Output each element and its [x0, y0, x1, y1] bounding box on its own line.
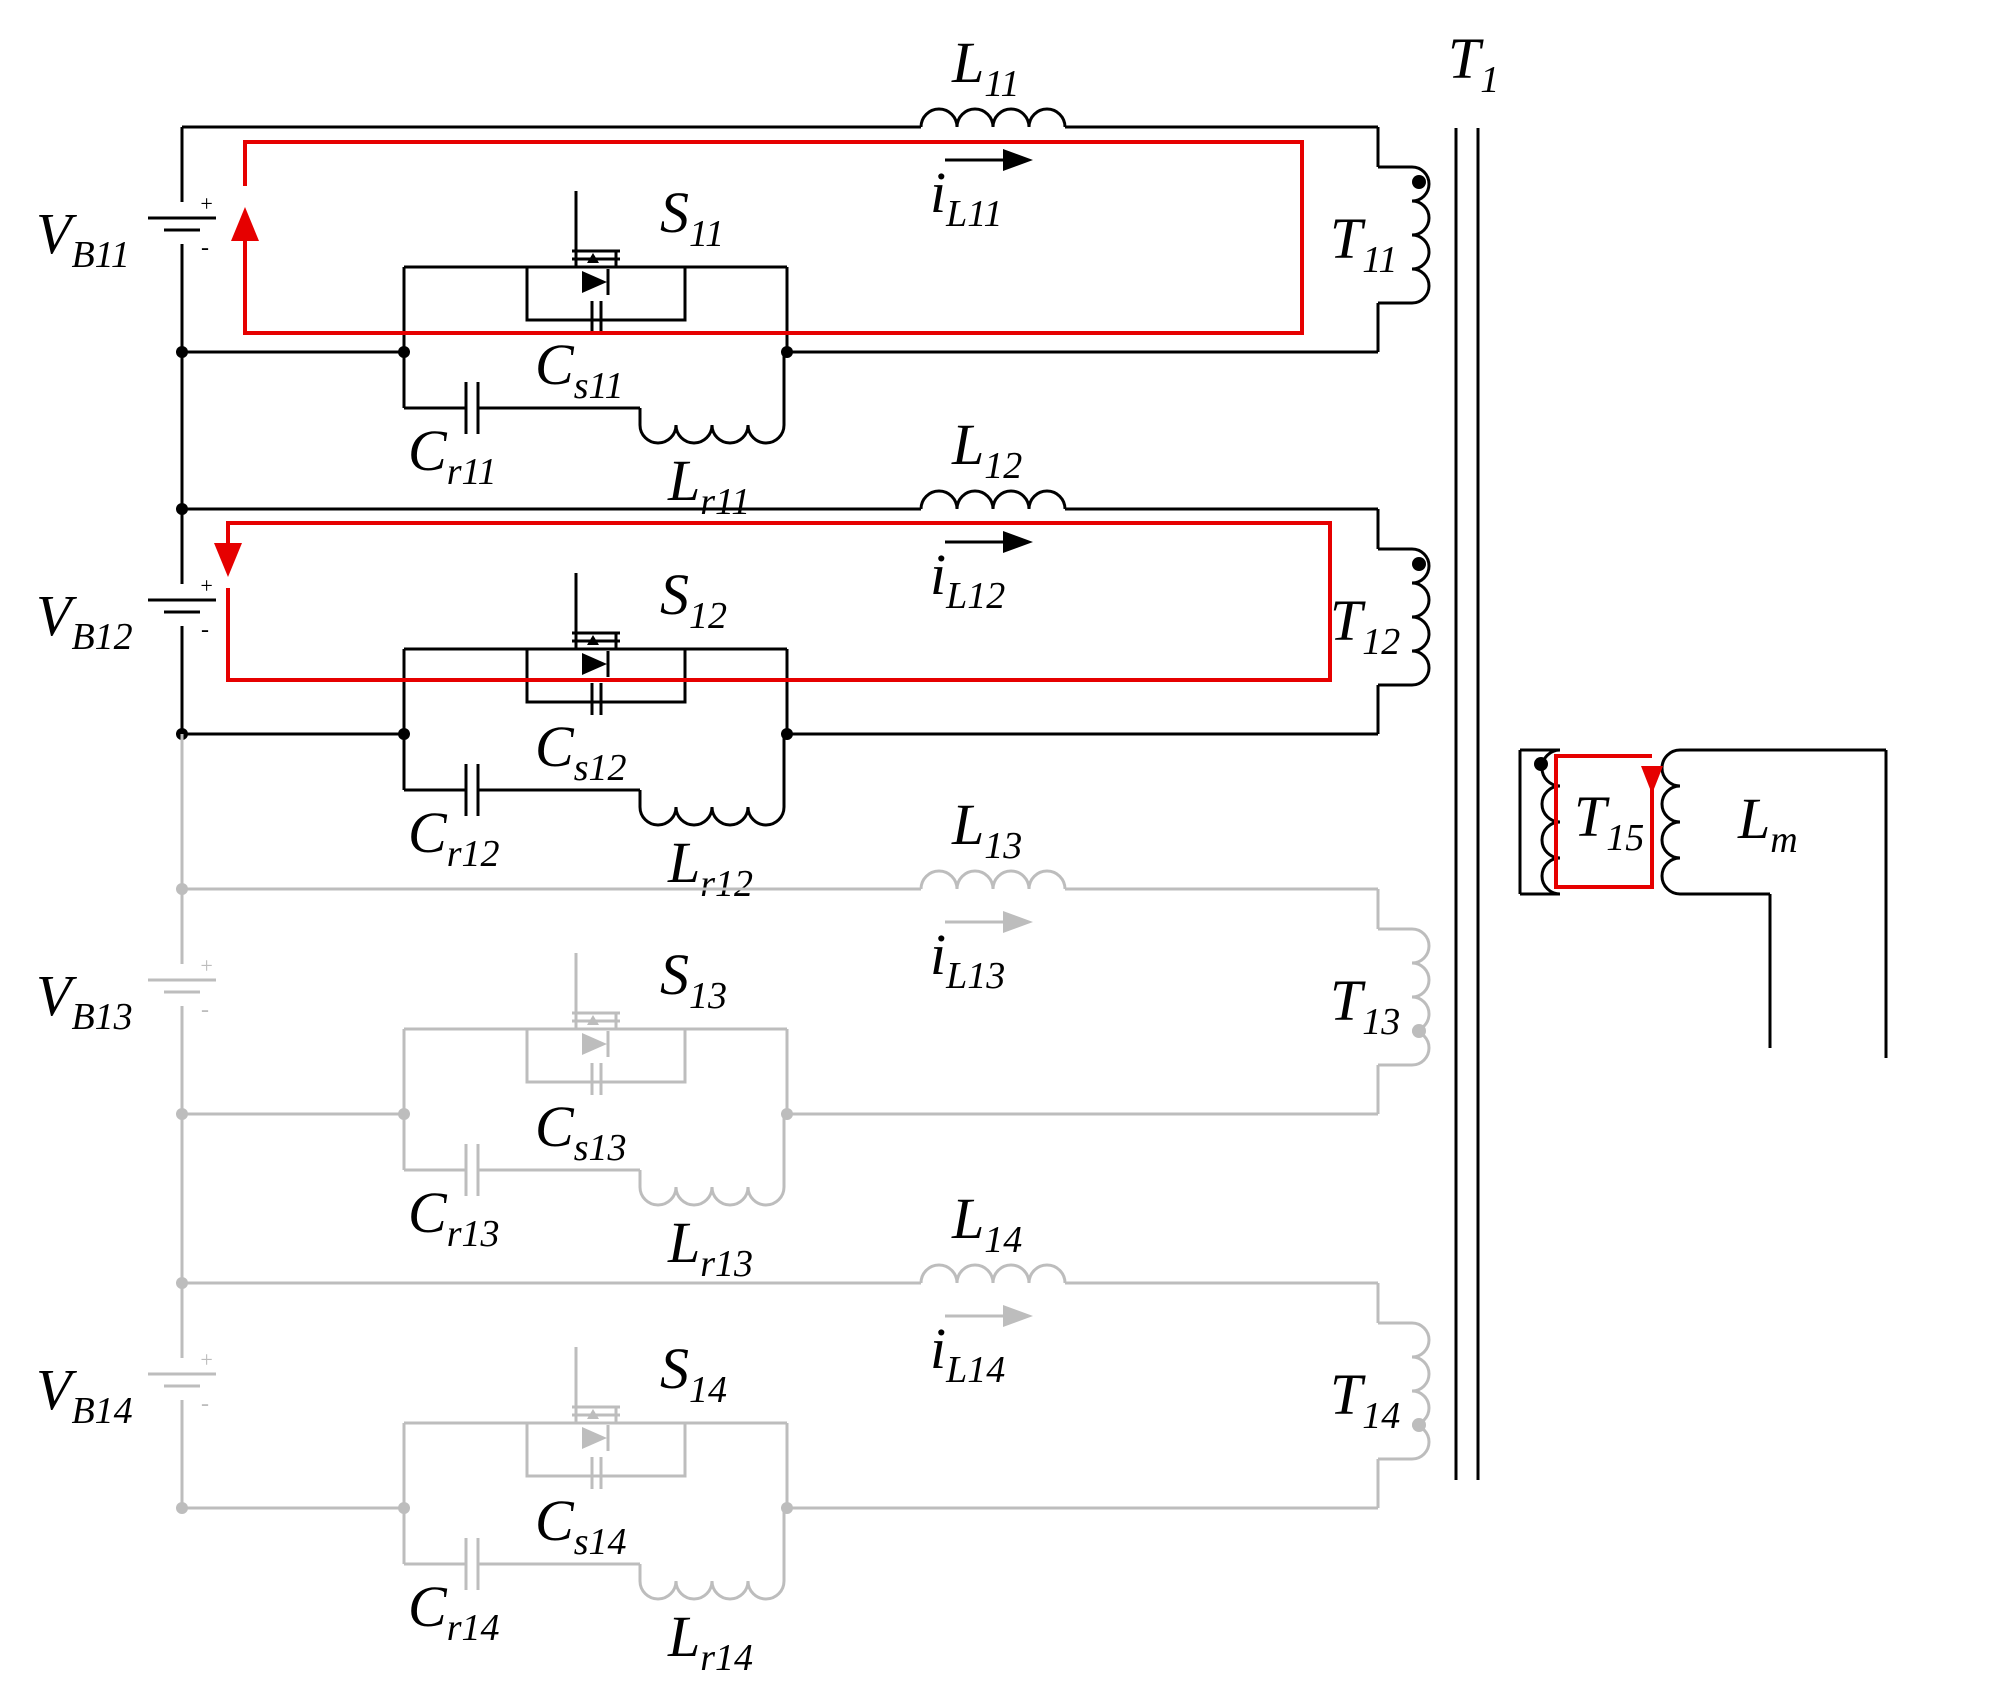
battery-12: +-: [148, 573, 216, 643]
t1-label: T1: [1448, 26, 1499, 101]
battery-minus: -: [201, 1391, 209, 1417]
lr-inductor-13: [638, 1186, 786, 1207]
il-label-13: iL13: [930, 922, 1005, 997]
vb-label-11: VB11: [36, 201, 130, 276]
polarity-dot: [1412, 175, 1426, 189]
diode: [582, 271, 607, 293]
t15-winding: [1540, 748, 1561, 896]
cr-label-13: Cr13: [408, 1180, 499, 1255]
polarity-dot: [1412, 557, 1426, 571]
switch-12: [525, 573, 687, 715]
current-arrow-head: [1003, 531, 1033, 553]
polarity-dot: [1412, 1024, 1426, 1038]
battery-plus: +: [199, 953, 214, 978]
lr-inductor-14: [638, 1580, 786, 1601]
magnetizing-branch: [1518, 748, 1888, 1058]
cs-label-14: Cs14: [535, 1488, 626, 1563]
current-loop-12: [214, 521, 1332, 682]
switch-13: [525, 953, 687, 1095]
l-label-13: L13: [951, 792, 1022, 867]
il-label-14: iL14: [930, 1316, 1005, 1391]
s-label-14: S14: [660, 1336, 727, 1411]
t-label-13: T13: [1330, 968, 1400, 1043]
t15-current-arrow: [1641, 766, 1663, 794]
il-label-12: iL12: [930, 542, 1005, 617]
diode: [582, 1033, 607, 1055]
battery-14: +-: [148, 1347, 216, 1417]
lm-label: Lm: [1737, 786, 1798, 861]
current-loop-11: [231, 140, 1304, 335]
cs-label-12: Cs12: [535, 714, 626, 789]
il-label-11: iL11: [930, 160, 1002, 235]
battery-minus: -: [201, 235, 209, 261]
battery-13: +-: [148, 953, 216, 1023]
junction: [176, 1502, 188, 1514]
t-winding-13: [1411, 927, 1431, 1067]
current-arrow-head: [1003, 149, 1033, 171]
t-label-11: T11: [1330, 206, 1397, 281]
cr-label-14: Cr14: [408, 1574, 499, 1649]
diode: [582, 653, 607, 675]
l-inductor-14: [919, 1263, 1067, 1284]
loop-arrow: [231, 207, 259, 241]
t15-label: T15: [1574, 784, 1644, 859]
transformer-core: [1454, 128, 1480, 1480]
diode: [582, 1427, 607, 1449]
lr-label-11: Lr11: [667, 448, 750, 523]
junction: [176, 883, 188, 895]
l-inductor-12: [919, 489, 1067, 510]
junction: [176, 503, 188, 515]
lr-inductor-12: [638, 806, 786, 827]
switch-14: [525, 1347, 687, 1489]
t15-current-loop: [1554, 754, 1654, 889]
battery-minus: -: [201, 617, 209, 643]
l-label-11: L11: [951, 30, 1019, 105]
lr-label-14: Lr14: [667, 1604, 753, 1679]
lm-winding: [1660, 748, 1681, 896]
vb-label-14: VB14: [36, 1357, 133, 1432]
l-inductor-13: [919, 869, 1067, 890]
current-arrow-head: [1003, 1305, 1033, 1327]
s-label-12: S12: [660, 562, 727, 637]
t-winding-11: [1411, 165, 1431, 305]
battery-minus: -: [201, 997, 209, 1023]
vb-label-12: VB12: [36, 583, 133, 658]
cr-label-12: Cr12: [408, 800, 499, 875]
lr-label-13: Lr13: [667, 1210, 753, 1285]
vb-label-13: VB13: [36, 963, 133, 1038]
t-label-12: T12: [1330, 588, 1400, 663]
loop-arrow: [214, 543, 242, 577]
l-label-12: L12: [951, 412, 1022, 487]
switch-11: [525, 191, 687, 333]
battery-11: +-: [148, 191, 216, 261]
l-label-14: L14: [951, 1186, 1022, 1261]
cr-label-11: Cr11: [408, 418, 497, 493]
l-inductor-11: [919, 107, 1067, 128]
s-label-13: S13: [660, 942, 727, 1017]
lr-inductor-11: [638, 424, 786, 445]
battery-plus: +: [199, 573, 214, 598]
t15-dot: [1534, 757, 1548, 771]
t-winding-14: [1411, 1321, 1431, 1461]
t-label-14: T14: [1330, 1362, 1400, 1437]
battery-plus: +: [199, 191, 214, 216]
current-arrow-head: [1003, 911, 1033, 933]
s-label-11: S11: [660, 180, 724, 255]
t-winding-12: [1411, 547, 1431, 687]
junction: [176, 1277, 188, 1289]
cs-label-11: Cs11: [535, 332, 624, 407]
lr-label-12: Lr12: [667, 830, 753, 905]
polarity-dot: [1412, 1418, 1426, 1432]
battery-plus: +: [199, 1347, 214, 1372]
cs-label-13: Cs13: [535, 1094, 626, 1169]
